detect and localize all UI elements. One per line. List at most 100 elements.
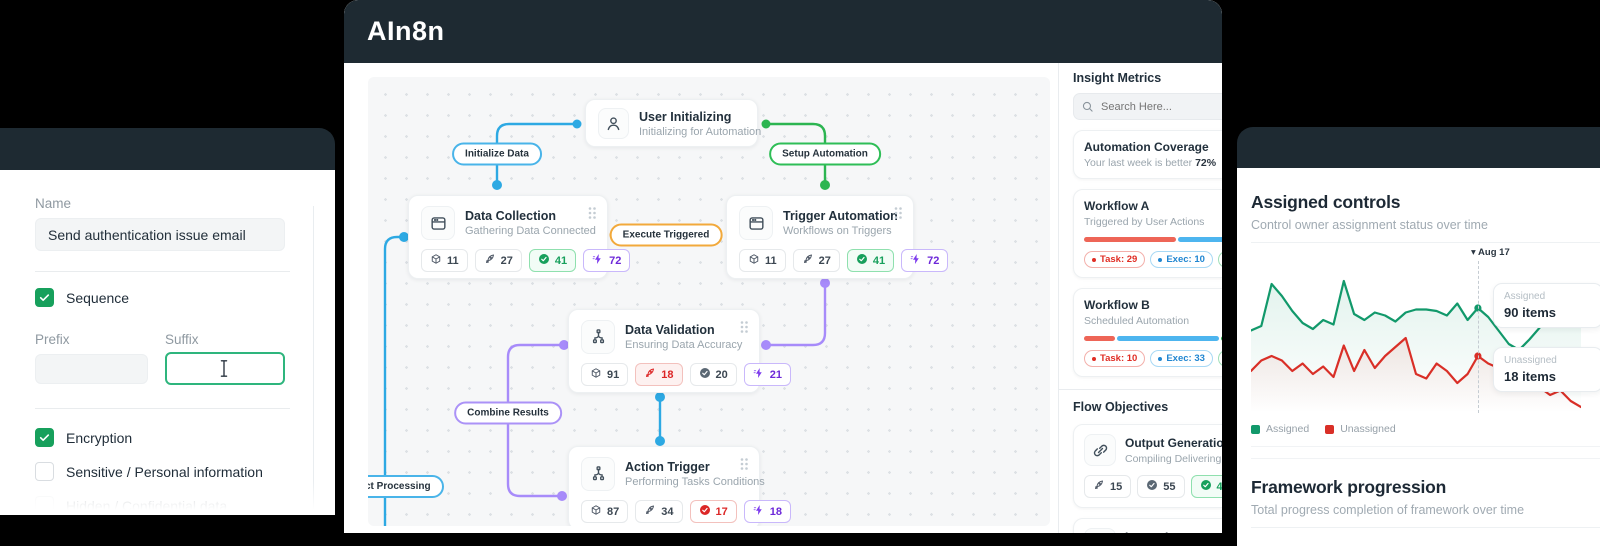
- encryption-checkbox-row[interactable]: Encryption: [35, 428, 132, 447]
- edge-label-processing[interactable]: ct Processing: [368, 475, 444, 498]
- task-pill: Task: 10: [1084, 350, 1146, 367]
- encryption-checkbox[interactable]: [35, 428, 54, 447]
- search-input[interactable]: [1073, 93, 1222, 120]
- node-subtitle: Ensuring Data Accuracy: [625, 339, 743, 351]
- node-title: Action Trigger: [625, 460, 710, 474]
- output-generation-card[interactable]: Output Generation Compiling Delivering 1…: [1073, 424, 1222, 508]
- suffix-field[interactable]: [165, 352, 285, 385]
- metric-badge: 11: [739, 249, 786, 272]
- bolt-icon: [753, 504, 765, 519]
- metric-badge: 87: [581, 500, 629, 523]
- workflow-progress-bar: [1084, 336, 1222, 341]
- metric-badge: 18: [635, 363, 683, 386]
- node-user-initializing[interactable]: User Initializing Initializing for Autom…: [585, 99, 762, 147]
- reports-panel-body: Assigned controls Control owner assignme…: [1237, 168, 1600, 546]
- rocket-icon: [484, 253, 496, 268]
- app-header: AIn8n: [344, 0, 1222, 63]
- node-subtitle: Performing Tasks Conditions: [625, 476, 765, 488]
- divider: [1251, 527, 1600, 528]
- node-subtitle: Workflows on Triggers: [783, 225, 892, 237]
- metric-badge: 20: [689, 363, 737, 386]
- lorem-ipsum-card[interactable]: Lorem Ipsum Lorem Ipsum Sit Dolor: [1073, 518, 1222, 533]
- check-circle-icon: [1200, 479, 1212, 494]
- prefix-field[interactable]: [35, 354, 148, 384]
- prefix-label: Prefix: [35, 332, 70, 347]
- edge-label-execute-triggered[interactable]: Execute Triggered: [609, 223, 723, 247]
- calendar-icon: [421, 206, 455, 240]
- assigned-tooltip: Assigned 90 items: [1493, 283, 1600, 328]
- scrollbar[interactable]: [313, 206, 314, 515]
- sidebar-search[interactable]: [1073, 93, 1222, 120]
- sidebar-title: Insight Metrics: [1073, 71, 1162, 85]
- node-subtitle: Gathering Data Connected: [465, 225, 596, 237]
- workflow-body: User Initializing Initializing for Autom…: [344, 63, 1222, 533]
- name-field[interactable]: [35, 218, 285, 251]
- sequence-checkbox[interactable]: [35, 288, 54, 307]
- check-circle-icon: [538, 253, 550, 268]
- flow-objectives-title: Flow Objectives: [1073, 400, 1169, 414]
- edge-label-initialize-data[interactable]: Initialize Data: [452, 142, 542, 166]
- assigned-controls-title: Assigned controls: [1251, 192, 1401, 212]
- calendar-icon: [1084, 528, 1116, 533]
- workflow-canvas[interactable]: User Initializing Initializing for Autom…: [368, 77, 1050, 526]
- suffix-label: Suffix: [165, 332, 199, 347]
- workflow-b-card[interactable]: Workflow B Scheduled Automation Task: 10…: [1073, 288, 1222, 377]
- hidden-label: Hidden / Confidential data: [66, 497, 228, 514]
- check-icon: [39, 434, 50, 442]
- assigned-controls-subtitle: Control owner assignment status over tim…: [1251, 218, 1488, 232]
- metric-badge: 27: [474, 249, 522, 272]
- sequence-checkbox-row[interactable]: Sequence: [35, 288, 129, 307]
- node-title: Data Collection: [465, 209, 556, 223]
- sensitive-checkbox[interactable]: [35, 462, 54, 481]
- settings-panel: Name Sequence Prefix Suffix Enc: [0, 128, 335, 515]
- box-icon: [748, 253, 760, 268]
- workflow-a-card[interactable]: Workflow A Triggered by User Actions Tas…: [1073, 189, 1222, 278]
- automation-coverage-card[interactable]: Automation Coverage Your last week is be…: [1073, 130, 1222, 179]
- calendar-icon: [739, 206, 773, 240]
- node-title: Trigger Automation: [783, 209, 898, 223]
- edge-label-setup-automation[interactable]: Setup Automation: [769, 142, 881, 166]
- workflow-progress-bar: [1084, 237, 1222, 242]
- node-action-trigger[interactable]: Action Trigger Performing Tasks Conditio…: [568, 446, 791, 526]
- drag-handle-icon[interactable]: [739, 320, 749, 339]
- drag-handle-icon[interactable]: [739, 457, 749, 476]
- metric-badge: 27: [792, 249, 840, 272]
- drag-handle-icon[interactable]: [893, 206, 903, 225]
- sensitive-checkbox-row[interactable]: Sensitive / Personal information: [35, 462, 263, 481]
- edge-label-combine-results[interactable]: Combine Results: [454, 401, 562, 425]
- metric-badge: 91: [581, 363, 629, 386]
- divider: [1251, 446, 1600, 447]
- box-icon: [430, 253, 442, 268]
- metric-badge: 15: [1084, 475, 1132, 498]
- exec-pill: Exec: 33: [1150, 350, 1213, 367]
- box-icon: [590, 504, 602, 519]
- metric-badge: 21: [743, 363, 791, 386]
- search-icon: [1082, 101, 1093, 112]
- divider: [1251, 242, 1600, 243]
- drag-handle-icon[interactable]: [587, 206, 597, 225]
- done-pill: Done: 1: [1217, 350, 1222, 367]
- settings-panel-body: Name Sequence Prefix Suffix Enc: [0, 170, 335, 515]
- legend-assigned: Assigned: [1251, 423, 1309, 435]
- divider: [35, 271, 290, 272]
- metric-badge: 11: [421, 249, 468, 272]
- node-trigger-automation[interactable]: Trigger Automation Workflows on Triggers…: [726, 195, 949, 279]
- metric-badge: 41: [846, 249, 895, 272]
- node-data-collection[interactable]: Data Collection Gathering Data Connected…: [408, 195, 631, 279]
- check-circle-icon: [856, 253, 868, 268]
- metric-badge: 41: [1190, 475, 1222, 498]
- reports-panel-titlebar: [1237, 127, 1600, 168]
- rocket-icon: [644, 504, 656, 519]
- bolt-icon: [592, 253, 604, 268]
- metric-badge: 18: [743, 500, 791, 523]
- node-subtitle: Initializing for Automation: [639, 125, 762, 138]
- bolt-icon: [910, 253, 922, 268]
- metric-badge: 72: [901, 249, 949, 272]
- hidden-checkbox[interactable]: [35, 496, 54, 515]
- marker-dashed-line: [1478, 261, 1479, 413]
- bolt-icon: [753, 367, 765, 382]
- name-label: Name: [35, 196, 72, 211]
- node-data-validation[interactable]: Data Validation Ensuring Data Accuracy 9…: [568, 309, 791, 393]
- hidden-checkbox-row[interactable]: Hidden / Confidential data: [35, 496, 227, 515]
